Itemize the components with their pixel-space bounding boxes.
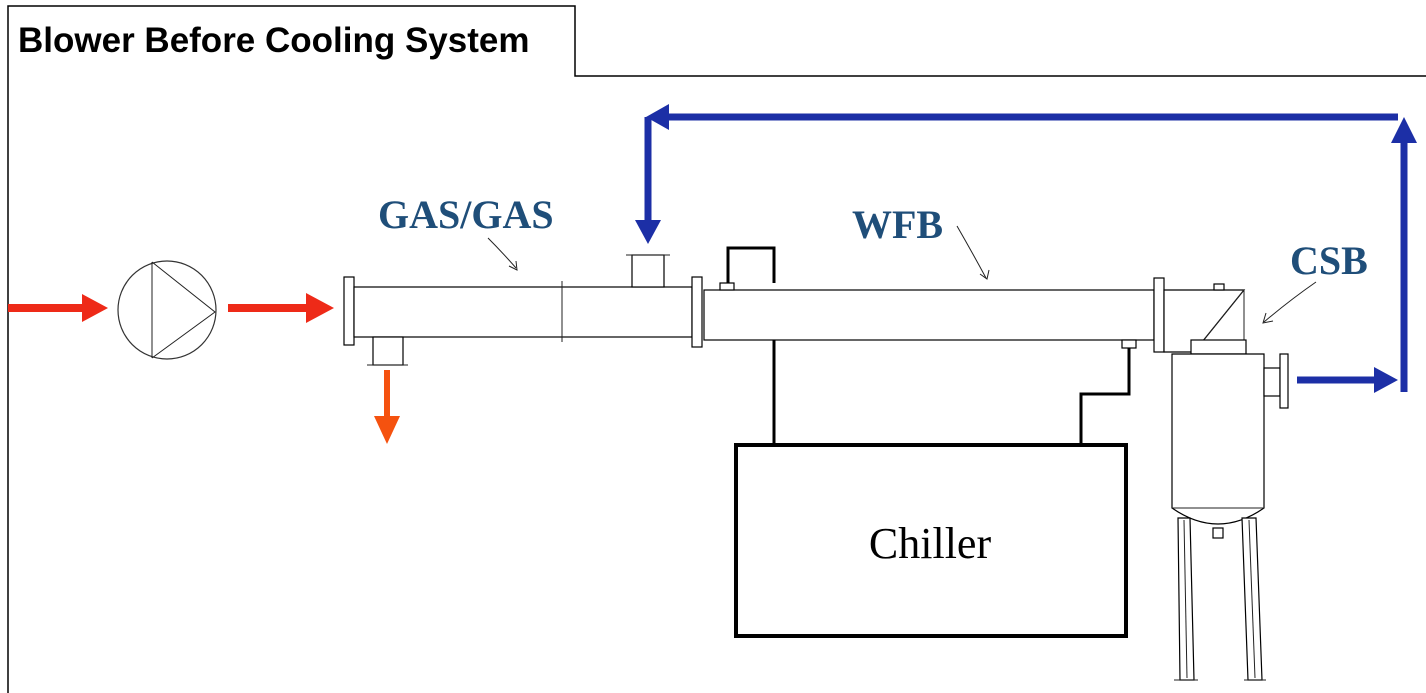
blower-outlet-arrow <box>228 293 334 323</box>
drain-arrow <box>374 370 400 444</box>
inlet-arrow <box>8 294 108 322</box>
wfb-leader <box>956 225 990 280</box>
wfb-label: WFB <box>852 202 943 247</box>
return-loop-arrow <box>635 104 1417 393</box>
chiller-unit <box>734 443 1128 638</box>
csb-vessel <box>1171 339 1289 681</box>
chiller-label: Chiller <box>869 519 992 568</box>
csb-leader <box>1262 281 1317 324</box>
csb-label: CSB <box>1290 238 1368 283</box>
gas-gas-exchanger <box>343 254 703 366</box>
frame <box>7 5 1426 693</box>
gas-gas-label: GAS/GAS <box>378 192 554 237</box>
gas-gas-leader <box>487 237 518 271</box>
pump-symbol-icon <box>117 260 217 360</box>
wfb-pipe <box>703 246 1165 445</box>
diagram-title: Blower Before Cooling System <box>18 21 529 60</box>
